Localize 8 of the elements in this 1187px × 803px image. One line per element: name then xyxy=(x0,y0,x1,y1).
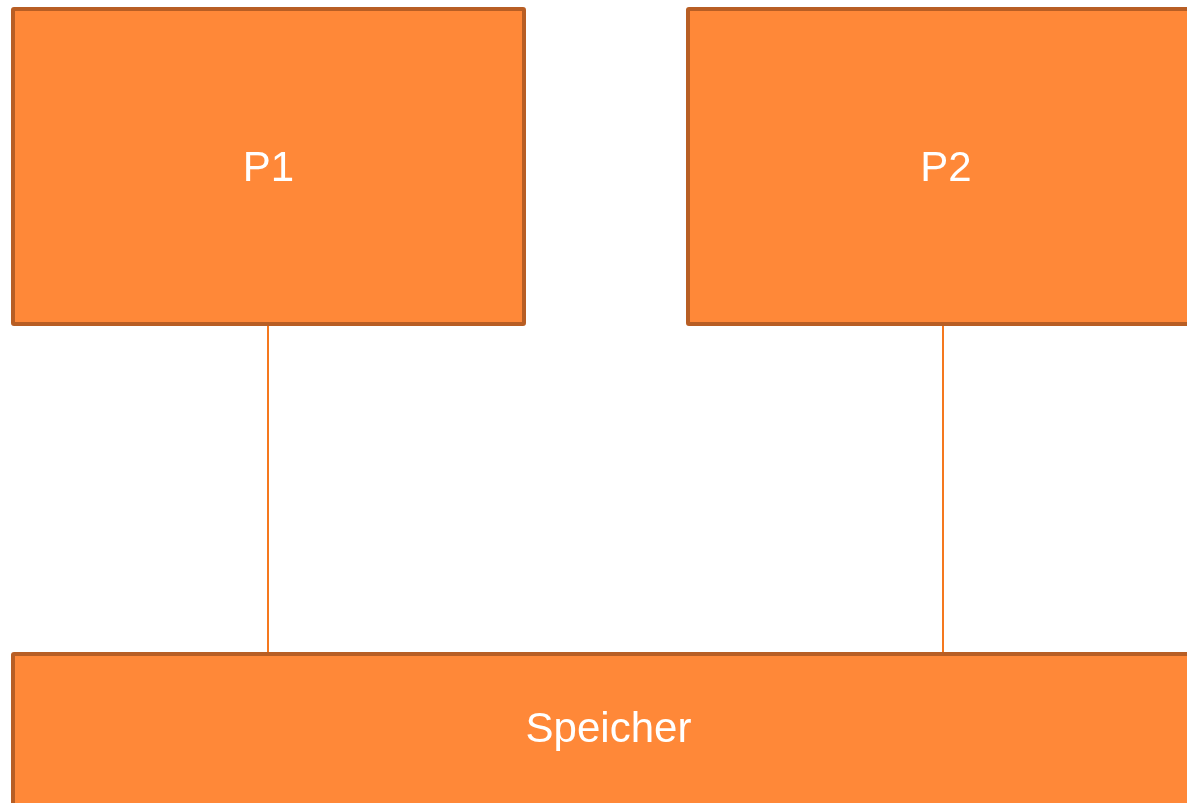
process-box xyxy=(686,7,1187,326)
box-label: Speicher xyxy=(525,704,692,752)
process-box xyxy=(11,652,1187,803)
box-label: P1 xyxy=(242,142,295,191)
connector-line xyxy=(267,325,269,653)
box-label: P2 xyxy=(920,142,972,191)
connector-line xyxy=(942,325,944,653)
process-box xyxy=(11,7,526,326)
